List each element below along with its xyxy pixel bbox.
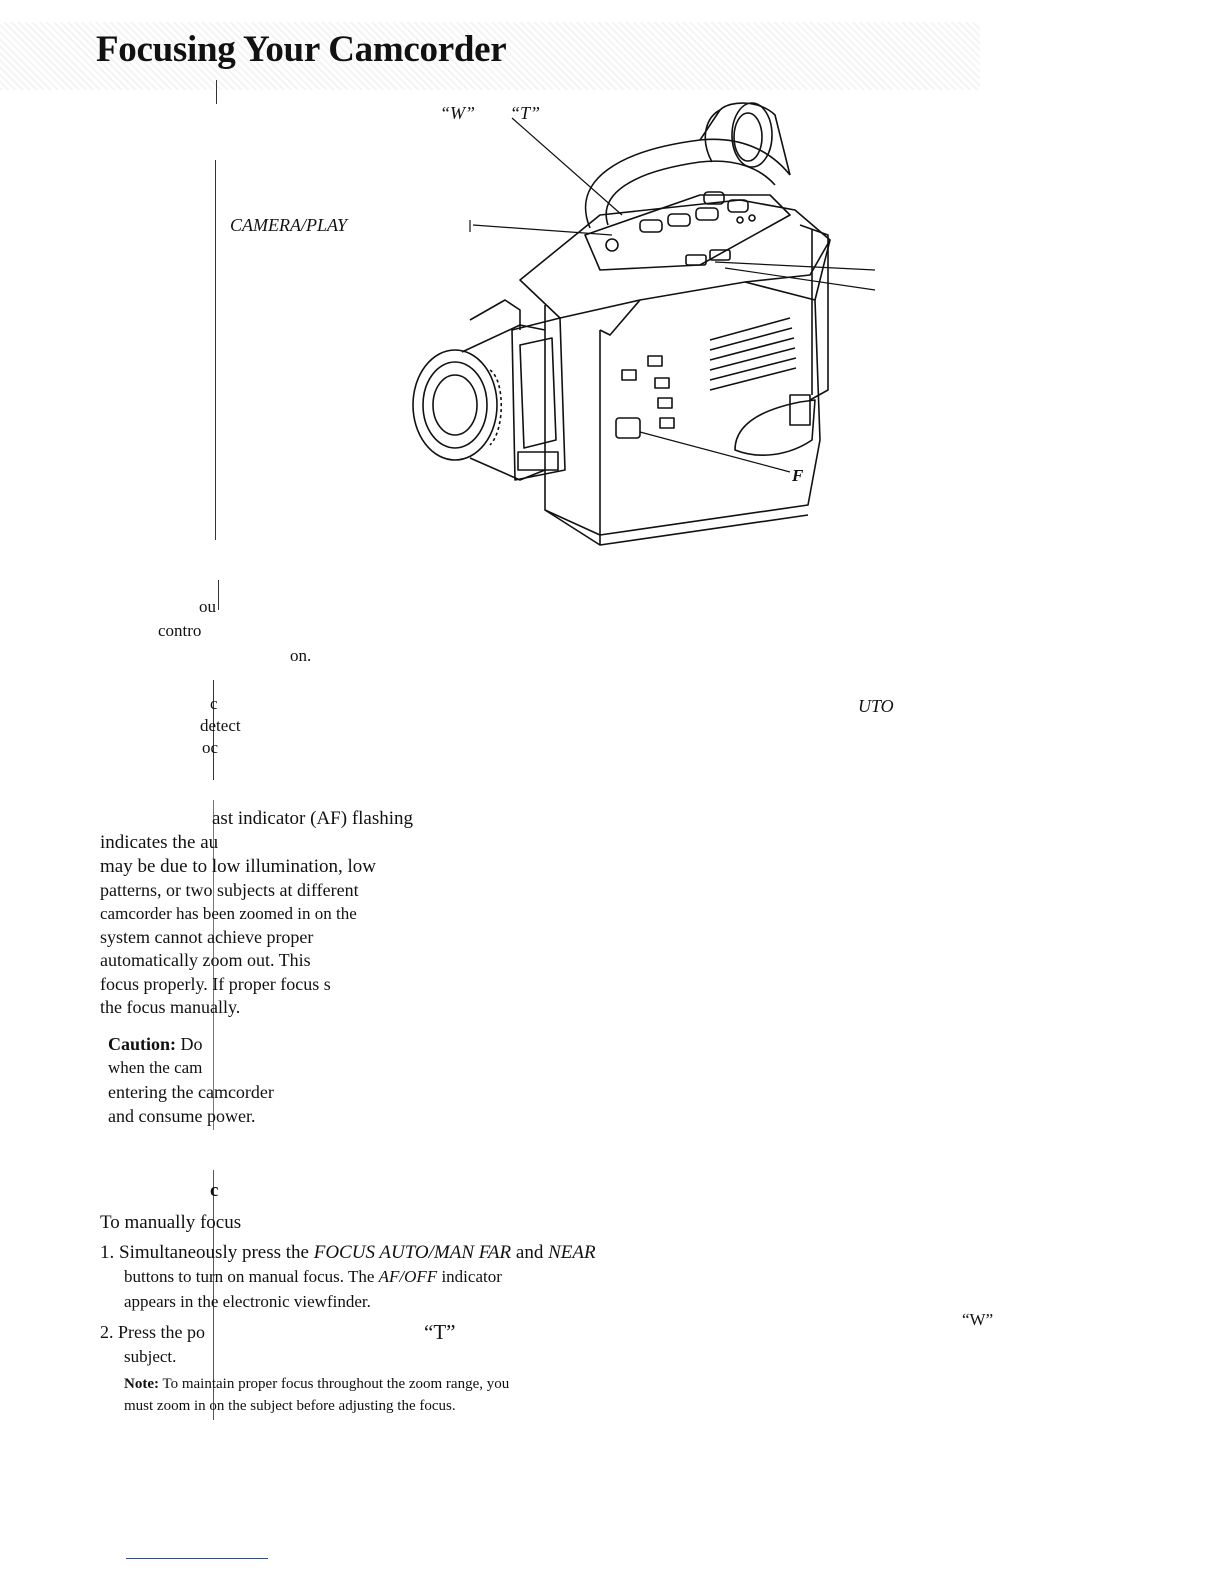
scan-line-top — [216, 80, 217, 104]
af-off-indicator-ref: AF/OFF — [378, 1267, 438, 1286]
near-button-ref: NEAR — [548, 1242, 596, 1263]
note-line-2: must zoom in on the subject before adjus… — [124, 1398, 456, 1414]
step-2: 2. Press the po — [100, 1322, 205, 1343]
focus-auto-man-far-ref: FOCUS AUTO/MAN FAR — [313, 1242, 512, 1263]
step-text: indicator — [437, 1267, 502, 1286]
caution-line: and consume power. — [108, 1106, 256, 1126]
paragraph-line: may be due to low illumination, low — [100, 856, 376, 877]
paragraph-line: indicates the au — [100, 832, 219, 853]
fragment-uto: UTO — [858, 696, 894, 716]
paragraph-line: the focus manually. — [100, 997, 241, 1017]
paragraph-line: camcorder has been zoomed in on the — [100, 904, 357, 923]
caution-line: entering the camcorder — [108, 1082, 274, 1102]
paragraph-line: focus properly. If proper focus s — [100, 974, 331, 994]
title-background — [0, 22, 980, 90]
step-2-w-label: “W” — [962, 1310, 994, 1329]
scan-line-left-long — [215, 160, 216, 540]
footer-link-underline[interactable] — [126, 1558, 268, 1559]
scan-line-para — [213, 800, 214, 1130]
manual-intro: To manually focus — [100, 1212, 242, 1233]
caution-first-line: Caution: Do — [108, 1034, 203, 1055]
focus-button-label: F — [792, 466, 804, 485]
paragraph-line: automatically zoom out. This — [100, 950, 311, 970]
scan-line-lower — [213, 680, 214, 780]
fragment-oc: oc — [202, 738, 219, 757]
step-1-line-3: appears in the electronic viewfinder. — [124, 1292, 371, 1311]
caution-text: Do — [180, 1034, 203, 1054]
fragment-on: on. — [290, 646, 312, 665]
step-text: Simultaneously press the — [119, 1242, 314, 1263]
note-text: To maintain proper focus throughout the … — [158, 1376, 510, 1392]
fragment-detect: detect — [200, 716, 241, 735]
step-1-line-2: buttons to turn on manual focus. The AF/… — [124, 1267, 502, 1287]
step-text: buttons to turn on manual focus. The — [124, 1267, 379, 1286]
scan-line-steps — [213, 1170, 214, 1420]
manual-heading-fragment: c — [210, 1180, 219, 1201]
note-label: Note: — [124, 1376, 159, 1392]
zoom-t-label: “T” — [510, 103, 541, 123]
camera-play-label: CAMERA/PLAY — [230, 215, 347, 235]
caution-label: Caution: — [108, 1034, 177, 1054]
paragraph-line: patterns, or two subjects at different — [100, 880, 359, 900]
scan-line-mid — [218, 580, 219, 610]
step-number: 2. — [100, 1322, 114, 1342]
note: Note: To maintain proper focus throughou… — [124, 1376, 509, 1393]
paragraph-line: system cannot achieve proper — [100, 927, 314, 947]
step-2-line-2: subject. — [124, 1347, 177, 1366]
step-number: 1. — [100, 1242, 115, 1263]
caution-line: when the cam — [108, 1058, 203, 1077]
fragment-c: c — [210, 694, 218, 713]
step-1: 1. Simultaneously press the FOCUS AUTO/M… — [100, 1242, 596, 1264]
page-title: Focusing Your Camcorder — [96, 29, 507, 70]
fragment-ou: ou — [199, 597, 216, 616]
paragraph-line: ast indicator (AF) flashing — [212, 808, 414, 829]
fragment-contro: contro — [158, 621, 202, 640]
step-2-t-label: “T” — [424, 1320, 456, 1344]
zoom-w-label: “W” — [440, 103, 476, 123]
step-text: and — [511, 1242, 549, 1263]
step-text: Press the po — [118, 1322, 205, 1342]
